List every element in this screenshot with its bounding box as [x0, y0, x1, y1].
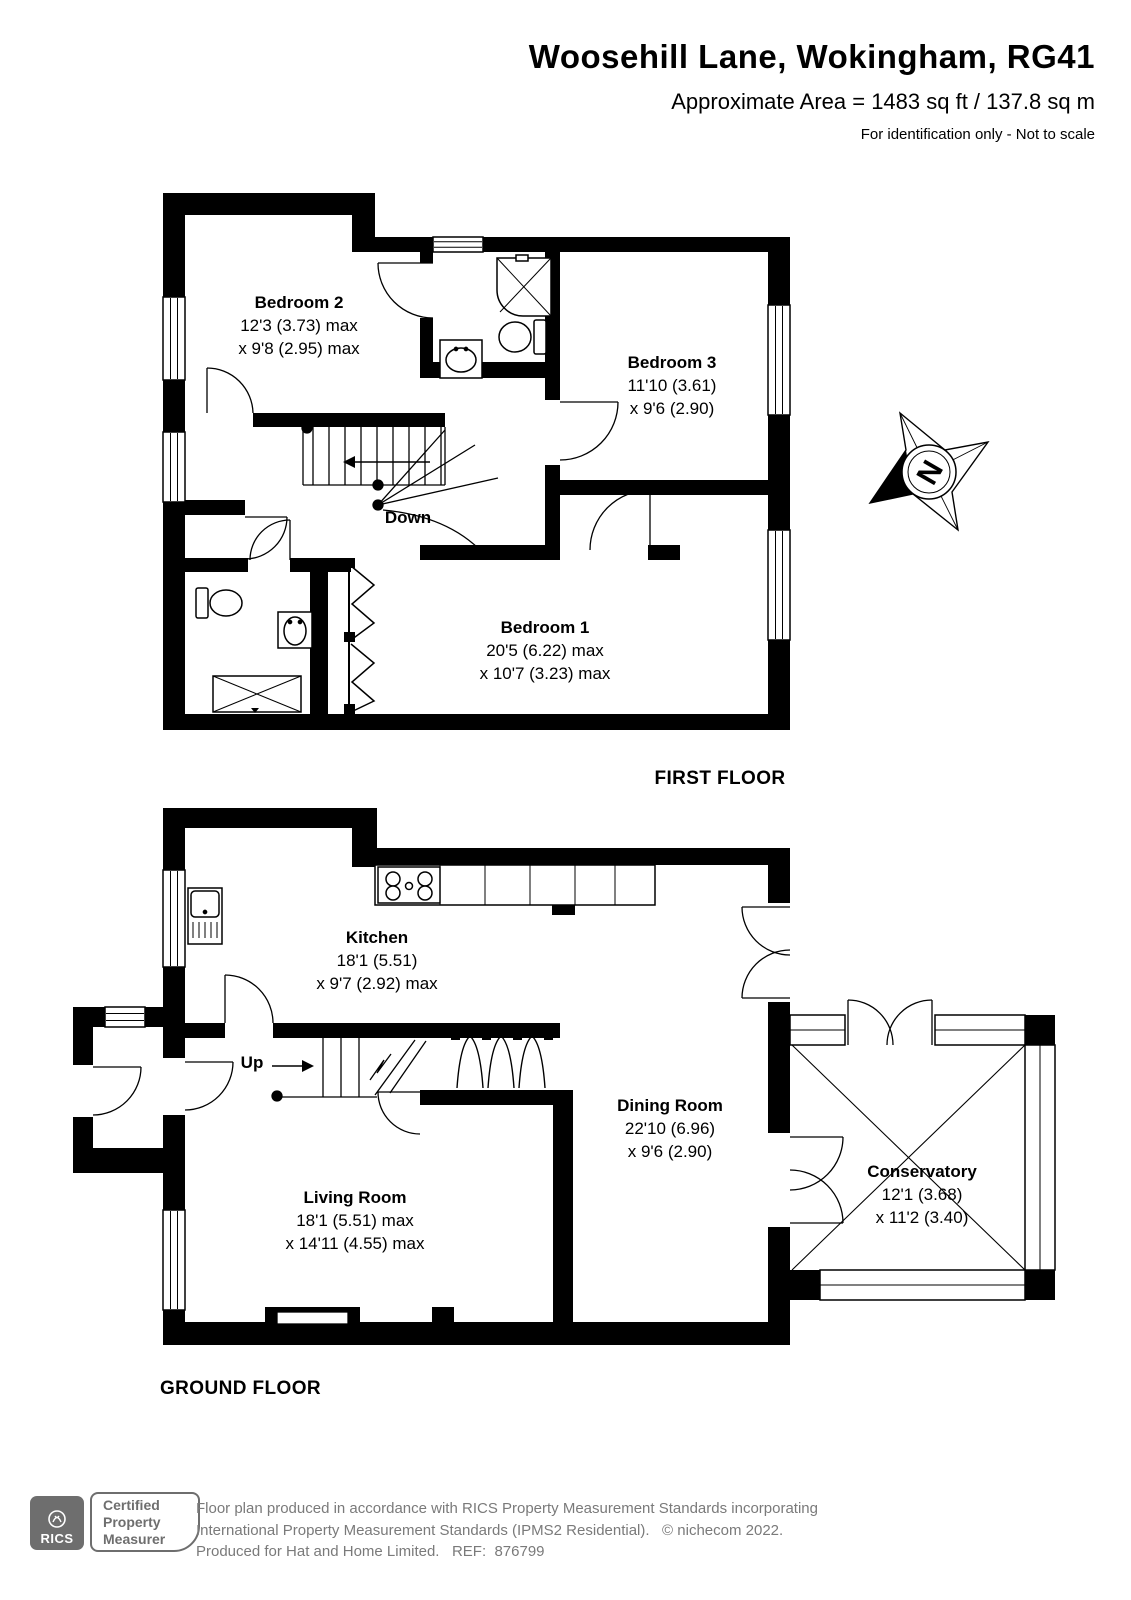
basin-icon — [283, 616, 307, 646]
first-floor-window-glazing — [170, 241, 783, 639]
first-floor-walls — [163, 193, 790, 730]
rics-logo: RICS — [30, 1496, 84, 1550]
first-floor-windows — [162, 236, 791, 641]
first-floor-title: FIRST FLOOR — [654, 768, 786, 789]
conservatory-roof-lines — [791, 1044, 1026, 1271]
cupboard-doors — [456, 1035, 546, 1089]
disclaimer: For identification only - Not to scale — [860, 126, 1095, 143]
basin-icon — [445, 347, 477, 373]
room-label-living-room: Living Room 18'1 (5.51) max x 14'11 (4.5… — [285, 1188, 425, 1253]
header: Woosehill Lane, Wokingham, RG41 Approxim… — [529, 38, 1095, 143]
room-label-dining-room: Dining Room 22'10 (6.96) x 9'6 (2.90) — [617, 1096, 723, 1161]
ground-floor-title: GROUND FLOOR — [160, 1378, 322, 1399]
first-floor-plan — [162, 193, 791, 730]
room-label-bedroom-1: Bedroom 1 20'5 (6.22) max x 10'7 (3.23) … — [479, 618, 611, 683]
rics-lion-icon — [48, 1510, 66, 1528]
bathroom-fixtures — [195, 587, 313, 713]
room-label-kitchen: Kitchen 18'1 (5.51) x 9'7 (2.92) max — [316, 928, 438, 993]
ground-floor-windows — [104, 869, 1056, 1311]
toilet-icon — [498, 321, 532, 353]
page-title: Woosehill Lane, Wokingham, RG41 — [528, 38, 1095, 75]
stairs-up-label: Up — [240, 1053, 264, 1072]
north-arrow-icon — [870, 450, 913, 503]
kitchen-fixtures — [187, 864, 656, 945]
room-label-bedroom-3: Bedroom 3 11'10 (3.61) x 9'6 (2.90) — [627, 353, 717, 418]
toilet-icon — [209, 589, 243, 617]
ground-floor-doors — [92, 906, 933, 1224]
compass-rose: N — [868, 411, 990, 532]
approx-area: Approximate Area = 1483 sq ft / 137.8 sq… — [671, 89, 1095, 114]
first-floor-doors — [206, 262, 651, 561]
ground-floor-plan — [73, 808, 1056, 1345]
toilet-cistern-icon — [195, 587, 209, 619]
wardrobe-doors — [348, 560, 376, 714]
room-label-bedroom-2: Bedroom 2 12'3 (3.73) max x 9'8 (2.95) m… — [238, 293, 360, 358]
footer: RICS Certified Property Measurer Floor p… — [0, 1486, 1131, 1566]
footer-disclaimer-text: Floor plan produced in accordance with R… — [196, 1500, 818, 1560]
stairs-down-label: Down — [384, 508, 432, 527]
first-floor-stairs — [301, 422, 499, 554]
shower-room-fixtures — [439, 254, 552, 379]
shower-head-icon — [515, 254, 529, 262]
ground-floor-stairs — [271, 1038, 427, 1102]
ground-floor-window-glazing — [106, 871, 1041, 1309]
toilet-cistern-icon — [533, 319, 547, 355]
certified-property-measurer-badge: Certified Property Measurer — [90, 1492, 200, 1552]
room-label-conservatory: Conservatory 12'1 (3.68) x 11'2 (3.40) — [867, 1162, 977, 1227]
fireplace-icon — [276, 1311, 349, 1325]
